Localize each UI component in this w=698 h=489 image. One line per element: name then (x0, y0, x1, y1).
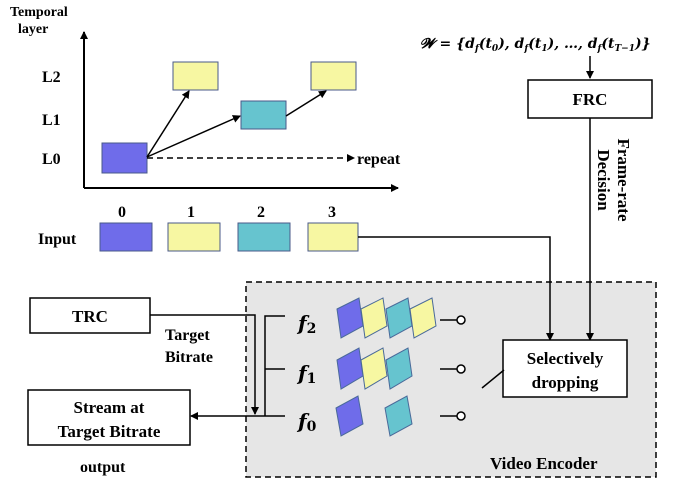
switch-lever (481, 369, 505, 389)
index-1: 1 (187, 204, 195, 221)
selective-dropping-line1: Selectively (527, 349, 604, 368)
index-2: 2 (257, 204, 265, 221)
trc-box (29, 297, 151, 334)
switch-contact-f2 (456, 315, 466, 325)
stream-f1: f1 (296, 361, 316, 387)
input-frame-0 (99, 222, 153, 252)
level-l0: L0 (42, 151, 61, 168)
output-label: output (80, 459, 126, 476)
f0-frame (384, 395, 413, 437)
stream-f0: f0 (296, 409, 317, 435)
svg-text:Decision: Decision (594, 149, 613, 211)
input-frame-3 (307, 222, 359, 252)
switch-contact-f0 (456, 411, 466, 421)
input-label: Input (38, 231, 77, 248)
selective-dropping-line2: dropping (532, 373, 599, 392)
ref-arrow (146, 90, 190, 158)
temporal-title-2: layer (18, 22, 48, 37)
frame-rate-decision-label: Frame-rate Decision (594, 138, 633, 222)
f0-frame (335, 395, 364, 437)
f2-frame (409, 297, 437, 339)
selective-dropping-box (502, 339, 628, 398)
target-bitrate-2: Bitrate (165, 349, 213, 366)
input-frame-1 (167, 222, 221, 252)
stream-f2: f2 (296, 311, 316, 337)
level-l2: L2 (42, 69, 61, 86)
target-bitrate-1: Target (165, 327, 210, 344)
frc-box (527, 79, 653, 119)
frame-l0 (101, 142, 148, 174)
index-3: 3 (328, 204, 336, 221)
f1-frame (385, 347, 413, 390)
video-encoder-label: Video Encoder (490, 454, 598, 473)
repeat-label: repeat (357, 151, 401, 168)
trc-label: TRC (72, 307, 108, 326)
stream-box-line2: Target Bitrate (58, 422, 161, 441)
level-l1: L1 (42, 112, 61, 129)
frame-l2-a (172, 61, 219, 91)
frc-label: FRC (573, 90, 608, 109)
temporal-title-1: Temporal (10, 5, 68, 20)
ref-arrow (146, 115, 241, 158)
stream-box (27, 389, 191, 446)
frame-l1 (240, 100, 287, 130)
switch-contact-f1 (456, 364, 466, 374)
index-0: 0 (118, 204, 126, 221)
input-frame-2 (237, 222, 291, 252)
stream-bracket (264, 315, 285, 416)
f2-frame (360, 297, 388, 339)
frame-set-formula: 𝓦 = {df(t0), df(t1), …, df(tT−1)} (420, 36, 651, 54)
frame-l2-b (310, 61, 357, 91)
trc-arrow (150, 314, 259, 415)
ref-arrow (285, 90, 327, 117)
input-arrow (358, 236, 554, 341)
f1-frame (360, 347, 388, 390)
svg-text:Frame-rate: Frame-rate (614, 138, 633, 222)
stream-box-line1: Stream at (74, 398, 145, 417)
